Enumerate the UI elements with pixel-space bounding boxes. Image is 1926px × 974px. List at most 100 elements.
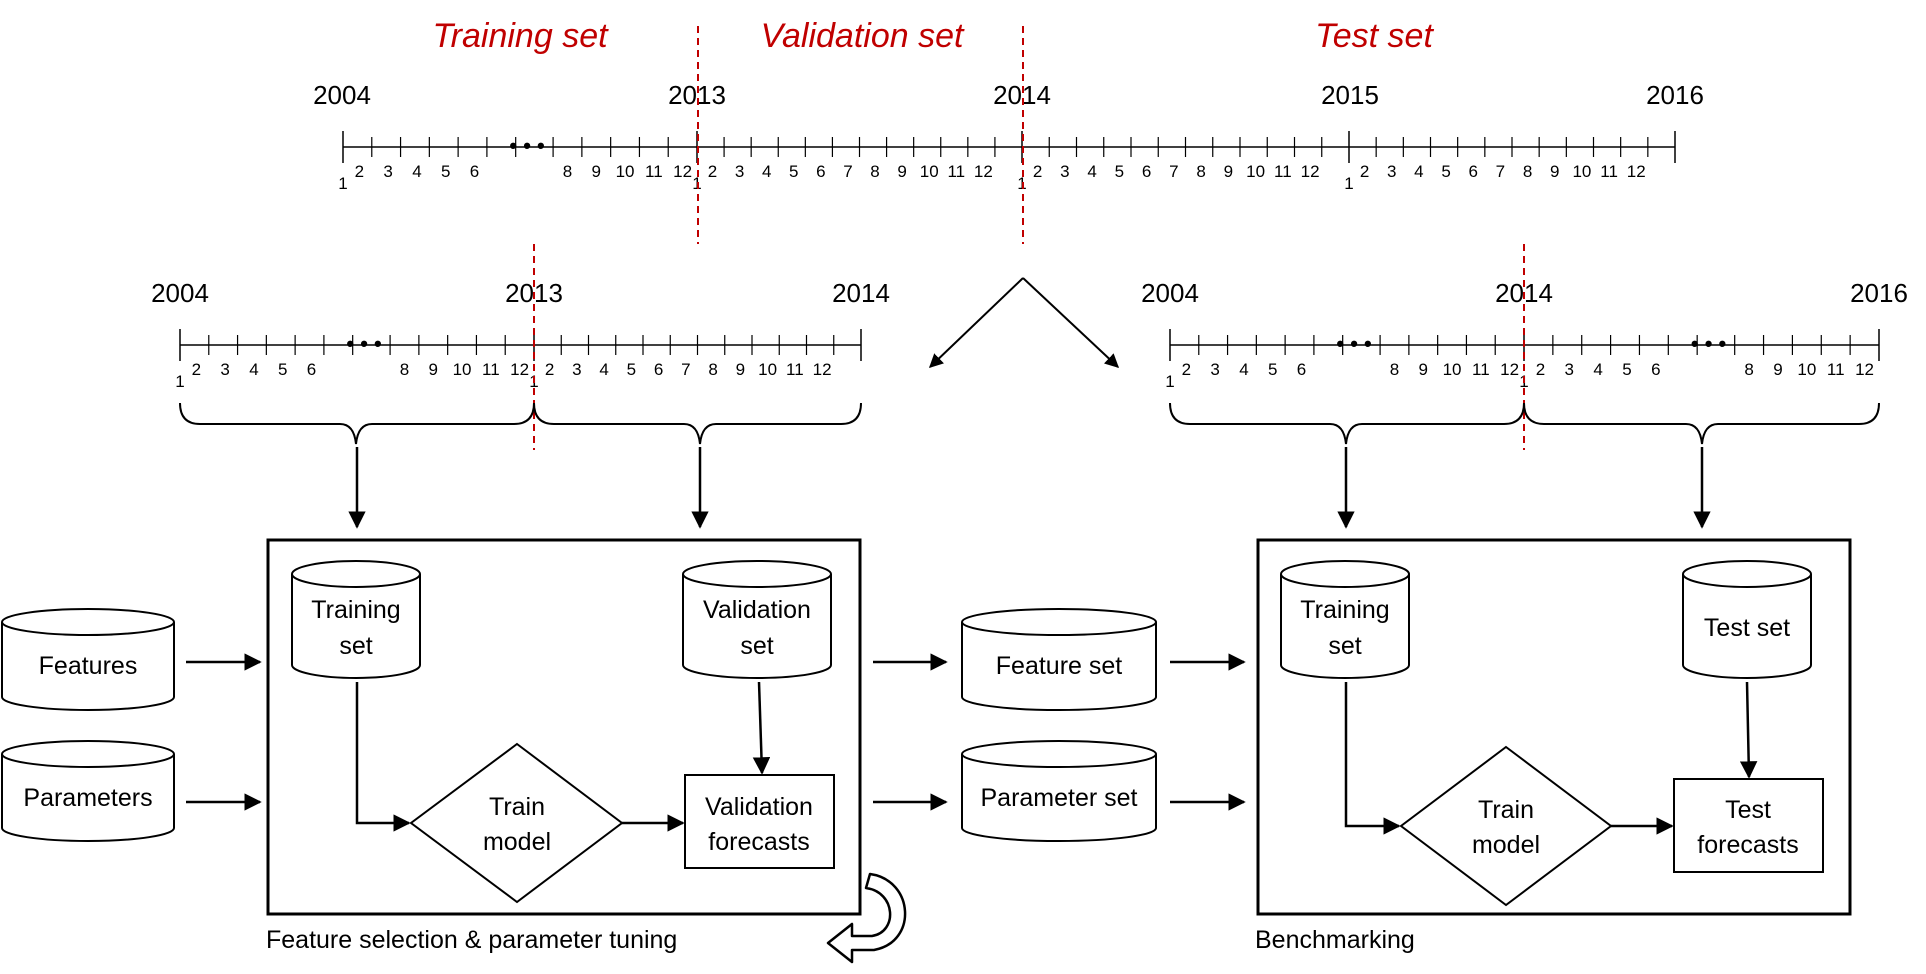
parameter-set-label: Parameter set bbox=[980, 784, 1137, 812]
top-axis-month-label: 3 bbox=[1060, 162, 1069, 181]
top-axis-month-label: 9 bbox=[592, 162, 601, 181]
right-axis-month-label: 6 bbox=[1651, 360, 1660, 379]
top-axis-month-label: 12 bbox=[974, 162, 993, 181]
benchmark-train-model-label-line1: Train bbox=[1478, 796, 1534, 824]
left-brace-validation bbox=[533, 402, 862, 445]
benchmark-test-to-forecasts-arrow bbox=[1739, 681, 1758, 779]
test-forecasts-label-line1: Test bbox=[1725, 796, 1771, 824]
tuning-train-model-label-line2: model bbox=[483, 828, 551, 856]
top-axis-month-label: 11 bbox=[947, 162, 965, 181]
right-axis-month-label: 5 bbox=[1268, 360, 1277, 379]
tuning-validation-set-cylinder: Validation set bbox=[682, 560, 832, 679]
right-axis-month-label: 4 bbox=[1593, 360, 1602, 379]
top-axis-month-label: 6 bbox=[816, 162, 825, 181]
benchmark-train-model-diamond: Train model bbox=[1399, 745, 1613, 907]
top-axis-month-label: 3 bbox=[1387, 162, 1396, 181]
right-axis-month-label: 2 bbox=[1182, 360, 1191, 379]
left-axis-month-label: 9 bbox=[736, 360, 745, 379]
right-brace-test bbox=[1523, 402, 1880, 445]
left-axis-month-label: 3 bbox=[572, 360, 581, 379]
top-axis-month-label: 11 bbox=[1274, 162, 1292, 181]
left-axis-month-label: 4 bbox=[599, 360, 608, 379]
left-axis-month-label: 11 bbox=[786, 360, 804, 379]
feature-selection-box: Training set Validation set Train model … bbox=[266, 538, 862, 916]
right-axis-month-label: 4 bbox=[1239, 360, 1248, 379]
top-axis-month-label: 10 bbox=[1572, 162, 1591, 181]
left-axis-month-label: 8 bbox=[708, 360, 717, 379]
validation-forecasts-label-line1: Validation bbox=[705, 793, 813, 821]
top-axis-month-label: 8 bbox=[870, 162, 879, 181]
tuning-train-model-label-line1: Train bbox=[489, 793, 545, 821]
tuning-validation-to-forecasts-arrow bbox=[752, 681, 771, 775]
left-axis-month-label: 10 bbox=[758, 360, 777, 379]
top-axis-month-label: 4 bbox=[1087, 162, 1096, 181]
right-brace-training bbox=[1169, 402, 1525, 445]
left-axis-month-label: 9 bbox=[429, 360, 438, 379]
top-axis-month-label: 9 bbox=[897, 162, 906, 181]
feature-set-cylinder: Feature set bbox=[961, 608, 1157, 711]
top-year-2013: 2013 bbox=[668, 80, 726, 110]
parameters-label: Parameters bbox=[23, 784, 152, 812]
top-axis-month-label: 8 bbox=[563, 162, 572, 181]
right-axis-month-label: 12 bbox=[1855, 360, 1874, 379]
left-brace-training bbox=[179, 402, 535, 445]
features-label: Features bbox=[39, 652, 138, 680]
benchmark-test-set-label: Test set bbox=[1704, 614, 1790, 642]
left-axis-month-label: 1 bbox=[175, 372, 184, 391]
right-axis-month-label: 3 bbox=[1565, 360, 1574, 379]
test-forecasts-label-line2: forecasts bbox=[1697, 831, 1798, 859]
top-timeline: Training set Validation set Test set 200… bbox=[313, 17, 1704, 244]
top-axis-month-label: 12 bbox=[1627, 162, 1646, 181]
benchmarking-box: Training set Test set Train model Test f… bbox=[1256, 538, 1852, 916]
validation-set-title: Validation set bbox=[761, 17, 965, 55]
top-axis-ellipsis: • • • bbox=[509, 133, 544, 158]
top-axis-month-label: 7 bbox=[1169, 162, 1178, 181]
benchmark-test-set-cylinder: Test set bbox=[1682, 560, 1812, 679]
parameters-cylinder: Parameters bbox=[0, 740, 175, 842]
split-arrow-right bbox=[1022, 277, 1120, 368]
feature-set-label: Feature set bbox=[996, 652, 1123, 680]
top-axis-month-label: 12 bbox=[673, 162, 692, 181]
feature-selection-caption: Feature selection & parameter tuning bbox=[266, 926, 677, 954]
left-year-2004: 2004 bbox=[151, 278, 209, 308]
right-axis-month-label: 11 bbox=[1472, 360, 1490, 379]
features-cylinder: Features bbox=[0, 608, 175, 711]
benchmark-training-set-label-line2: set bbox=[1328, 632, 1361, 660]
test-set-title: Test set bbox=[1315, 17, 1434, 55]
right-axis-month-label: 9 bbox=[1773, 360, 1782, 379]
top-axis-month-label: 9 bbox=[1224, 162, 1233, 181]
top-year-2016: 2016 bbox=[1646, 80, 1704, 110]
parameter-set-cylinder: Parameter set bbox=[961, 740, 1157, 842]
top-axis-month-label: 10 bbox=[616, 162, 635, 181]
top-axis-month-label: 1 bbox=[338, 174, 347, 193]
tuning-training-set-label-line1: Training bbox=[311, 596, 400, 624]
right-year-2004: 2004 bbox=[1141, 278, 1199, 308]
left-axis-month-label: 3 bbox=[220, 360, 229, 379]
right-axis-month-label: 3 bbox=[1210, 360, 1219, 379]
benchmarking-caption: Benchmarking bbox=[1255, 926, 1415, 954]
top-axis-month-label: 10 bbox=[920, 162, 939, 181]
left-axis-month-label: 6 bbox=[654, 360, 663, 379]
top-year-2014: 2014 bbox=[993, 80, 1051, 110]
top-axis-month-label: 2 bbox=[708, 162, 717, 181]
tuning-training-set-cylinder: Training set bbox=[291, 560, 421, 679]
left-axis-month-label: 11 bbox=[482, 360, 500, 379]
top-axis-month-label: 7 bbox=[1496, 162, 1505, 181]
right-axis-month-label: 10 bbox=[1443, 360, 1462, 379]
right-axis-month-label: 9 bbox=[1419, 360, 1428, 379]
top-axis-month-label: 5 bbox=[789, 162, 798, 181]
left-axis-month-label: 2 bbox=[545, 360, 554, 379]
training-set-title: Training set bbox=[432, 17, 609, 55]
right-axis-month-label: 6 bbox=[1297, 360, 1306, 379]
top-axis-month-label: 11 bbox=[645, 162, 663, 181]
top-year-2015: 2015 bbox=[1321, 80, 1379, 110]
right-axis-month-label: 12 bbox=[1500, 360, 1519, 379]
top-axis-month-label: 2 bbox=[355, 162, 364, 181]
top-axis-month-label: 8 bbox=[1196, 162, 1205, 181]
tuning-train-model-diamond: Train model bbox=[409, 742, 624, 904]
left-axis-month-label: 6 bbox=[307, 360, 316, 379]
